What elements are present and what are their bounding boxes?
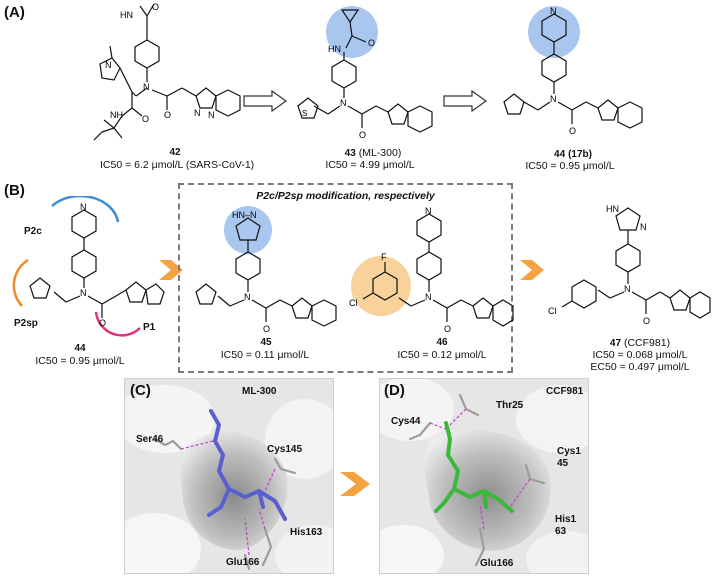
compound-43-structure: HN O N O S (297, 6, 433, 140)
residue-cys1-45: 45 (557, 458, 569, 469)
atom-o-44b: O (99, 318, 106, 328)
atom-n-47: N (624, 284, 631, 294)
compound-45-ic50: IC50 = 0.11 μmol/L (220, 349, 310, 361)
compound-46-structure: N F Cl N O (349, 206, 514, 334)
atom-n-45: N (244, 292, 251, 302)
atom-o-45: O (263, 324, 270, 334)
compound-46-label: 46 (436, 337, 448, 348)
compound-43-caption: 43 (ML-300) (328, 147, 418, 159)
ligand-ccf981 (434, 421, 514, 513)
docking-render-ml300 (124, 378, 334, 574)
atom-o-46: O (444, 324, 451, 334)
arrow-orange-1 (159, 260, 183, 280)
panel-label-a: (A) (4, 4, 25, 21)
atom-o-42a: O (152, 2, 159, 12)
compound-46-ic50: IC50 = 0.12 μmol/L (397, 349, 487, 361)
atom-n-pyr-44b: N (80, 202, 87, 212)
residue-cys145: Cys145 (267, 444, 303, 455)
arrow-42-to-43 (243, 90, 288, 112)
compound-42-structure: HN O N O N O NH N N (93, 2, 241, 141)
residue-cys44: Cys44 (391, 416, 421, 427)
atom-o-47: O (643, 316, 650, 326)
compound-47-ic50: IC50 = 0.068 μmol/L (592, 349, 688, 361)
atom-n-44: N (550, 94, 557, 104)
compound-45-label: 45 (260, 337, 272, 348)
atom-n-bt1: N (194, 108, 201, 118)
compound-44a-caption: 44 (17b) (528, 148, 618, 160)
atom-n-42: N (143, 82, 150, 92)
compound-44b-label: 44 (74, 343, 86, 354)
subsite-p2c-label: P2c (24, 226, 42, 237)
arrow-c-to-d (340, 472, 370, 496)
panel-d-title: CCF981 (546, 386, 584, 397)
arrow-orange-2 (520, 260, 544, 280)
atom-cl-46: Cl (349, 298, 358, 308)
residue-his1-63: 63 (555, 526, 567, 537)
compound-47-alias: (CCF981) (623, 337, 671, 349)
residue-glu166-c: Glu166 (226, 557, 260, 568)
subsite-p1-label: P1 (143, 322, 156, 333)
residue-his163: His163 (290, 527, 323, 538)
compound-43-label: 43 (344, 148, 356, 159)
arc-p1 (94, 311, 141, 337)
atom-hn-n-45: HN–N (232, 210, 257, 220)
compound-44-structure: N N O (503, 6, 643, 136)
compound-44b-ic50: IC50 = 0.95 μmol/L (35, 355, 125, 367)
compound-43-alias: (ML-300) (358, 147, 402, 159)
compound-44-subsite-structure: N N O (12, 196, 165, 337)
atom-hn-43: HN (328, 44, 341, 54)
docking-render-ccf981 (379, 378, 589, 574)
compound-43-ic50: IC50 = 4.99 μmol/L (325, 159, 415, 171)
compound-44a-label: 44 (554, 149, 566, 160)
compound-47-ec50: EC50 = 0.497 μmol/L (590, 361, 690, 373)
atom-n-46: N (425, 292, 432, 302)
residue-his1: His1 (555, 514, 577, 525)
atom-o-43b: O (359, 130, 366, 140)
modification-box (178, 183, 513, 373)
atom-nh-42: NH (110, 110, 123, 120)
compound-44a-ic50: IC50 = 0.95 μmol/L (525, 160, 615, 172)
atom-cl-47: Cl (548, 306, 557, 316)
compound-42-ic50: IC50 = 6.2 μmol/L (SARS-CoV-1) (100, 159, 255, 171)
atom-o-42b: O (164, 110, 171, 120)
atom-o-42c: O (142, 114, 149, 124)
atom-hn: HN (120, 10, 133, 20)
highlight-chlorofluorophenyl (351, 256, 411, 316)
atom-n-43: N (340, 98, 347, 108)
panel-label-c: (C) (130, 382, 151, 399)
residue-cys1: Cys1 (557, 446, 581, 457)
compound-45-structure: HN–N N O (195, 206, 337, 334)
arc-p2sp (12, 258, 29, 307)
atom-o-44: O (569, 126, 576, 136)
compound-47-structure: HN N Cl N O (548, 204, 711, 326)
atom-f-46: F (381, 252, 387, 262)
atom-n-pyrrole: N (105, 60, 112, 70)
highlight-pyrazole (224, 206, 272, 254)
ligand-ml300 (207, 409, 287, 521)
panel-c-title: ML-300 (242, 386, 277, 397)
residue-thr25: Thr25 (496, 400, 524, 411)
atom-n-bt2: N (208, 110, 215, 120)
residue-ser46: Ser46 (136, 434, 164, 445)
panel-label-b: (B) (4, 182, 25, 199)
atom-hn-47: HN (606, 204, 619, 214)
atom-n-imid-47: N (640, 222, 647, 232)
modification-box-title: P2c/P2sp modification, respectively (256, 190, 435, 202)
atom-n-pyr-44: N (550, 6, 557, 16)
atom-o-43a: O (368, 38, 375, 48)
residue-glu166-d: Glu166 (480, 558, 514, 569)
atom-n-pyr-46: N (425, 206, 432, 216)
atom-n-44b: N (80, 288, 87, 298)
compound-42-label: 42 (169, 147, 181, 158)
highlight-pyridine-44 (528, 6, 580, 58)
arc-p2c (51, 196, 120, 223)
panel-label-d: (D) (384, 382, 405, 399)
compound-44a-alias: (17b) (568, 149, 592, 160)
subsite-p2sp-label: P2sp (14, 318, 38, 329)
compound-47-label: 47 (609, 338, 622, 349)
compound-47-caption: 47 (CCF981) (595, 337, 685, 349)
arrow-43-to-44 (443, 90, 488, 112)
atom-s-43: S (302, 109, 307, 118)
